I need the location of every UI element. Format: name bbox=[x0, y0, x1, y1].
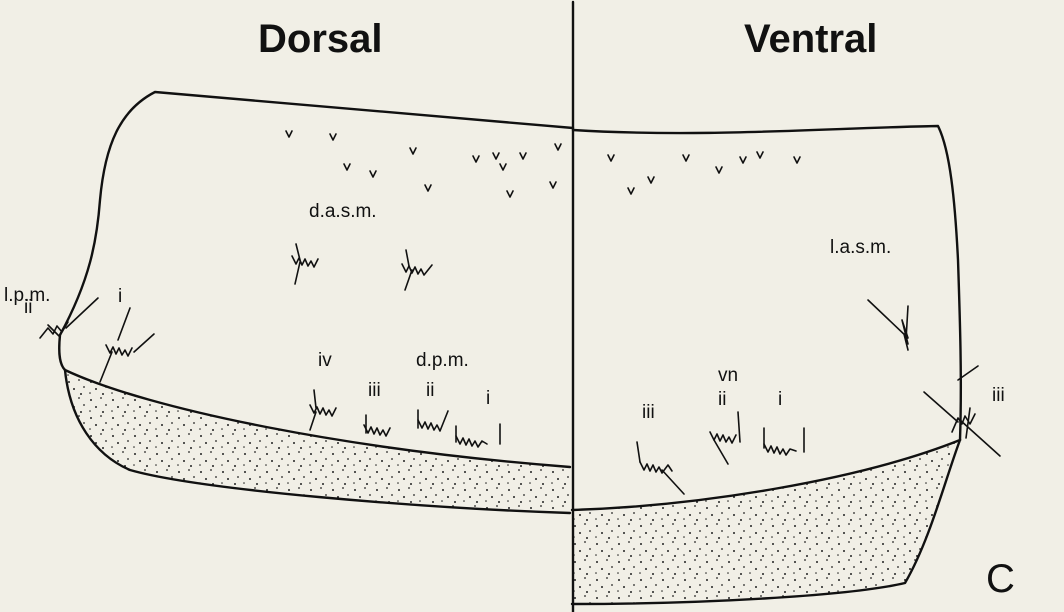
label-dpm: d.p.m. bbox=[416, 350, 469, 371]
seta-mark bbox=[370, 171, 376, 177]
label-vn-ii: ii bbox=[718, 389, 726, 410]
lpm-seta-cluster-i bbox=[100, 308, 154, 382]
small-setae-group bbox=[286, 131, 800, 197]
seta-mark bbox=[740, 157, 746, 163]
ventral-outline bbox=[573, 126, 961, 440]
ventral-membrane-area bbox=[572, 440, 960, 604]
dorsal-outline bbox=[59, 92, 573, 370]
vn-seta-cluster-ii bbox=[710, 412, 740, 464]
seta-mark bbox=[628, 188, 634, 194]
seta-mark bbox=[648, 177, 654, 183]
seta-mark bbox=[344, 164, 350, 170]
lasm-seta-cluster-iii bbox=[924, 366, 1000, 456]
label-vn: vn bbox=[718, 365, 738, 386]
panel-letter: C bbox=[986, 557, 1015, 601]
label-vn-i: i bbox=[778, 389, 782, 410]
dasm-seta-cluster-right bbox=[402, 250, 432, 290]
seta-mark bbox=[555, 144, 561, 150]
seta-mark bbox=[500, 164, 506, 170]
seta-mark bbox=[286, 131, 292, 137]
vn-seta-cluster-i bbox=[764, 428, 804, 455]
seta-mark bbox=[493, 153, 499, 159]
seta-mark bbox=[410, 148, 416, 154]
seta-mark bbox=[794, 157, 800, 163]
seta-mark bbox=[716, 167, 722, 173]
dpm-seta-cluster-iv bbox=[310, 390, 336, 430]
heading-ventral: Ventral bbox=[744, 17, 877, 61]
seta-mark bbox=[683, 155, 689, 161]
label-lpm-i: i bbox=[118, 286, 122, 307]
label-dpm-i: i bbox=[486, 388, 490, 409]
dpm-seta-cluster-ii bbox=[418, 410, 448, 431]
label-vn-iii: iii bbox=[642, 402, 655, 423]
seta-mark bbox=[520, 153, 526, 159]
vn-seta-cluster-iii bbox=[637, 442, 684, 494]
seta-mark bbox=[425, 185, 431, 191]
label-dpm-iv: iv bbox=[318, 350, 332, 371]
seta-mark bbox=[608, 155, 614, 161]
seta-mark bbox=[550, 182, 556, 188]
label-dpm-iii: iii bbox=[368, 380, 381, 401]
label-lpm-ii: ii bbox=[24, 297, 32, 318]
seta-mark bbox=[507, 191, 513, 197]
dpm-seta-cluster-i bbox=[456, 424, 500, 447]
lasm-seta-cluster bbox=[868, 300, 908, 350]
seta-mark bbox=[330, 134, 336, 140]
dasm-seta-cluster-left bbox=[292, 244, 318, 284]
seta-mark bbox=[757, 152, 763, 158]
label-dpm-ii: ii bbox=[426, 380, 434, 401]
seta-mark bbox=[473, 156, 479, 162]
heading-dorsal: Dorsal bbox=[258, 17, 383, 61]
label-lasm: l.a.s.m. bbox=[830, 237, 891, 258]
label-lasm-iii: iii bbox=[992, 385, 1005, 406]
dpm-seta-cluster-iii bbox=[364, 415, 390, 436]
dorsal-membrane-area bbox=[65, 370, 570, 513]
label-dasm: d.a.s.m. bbox=[309, 201, 377, 222]
